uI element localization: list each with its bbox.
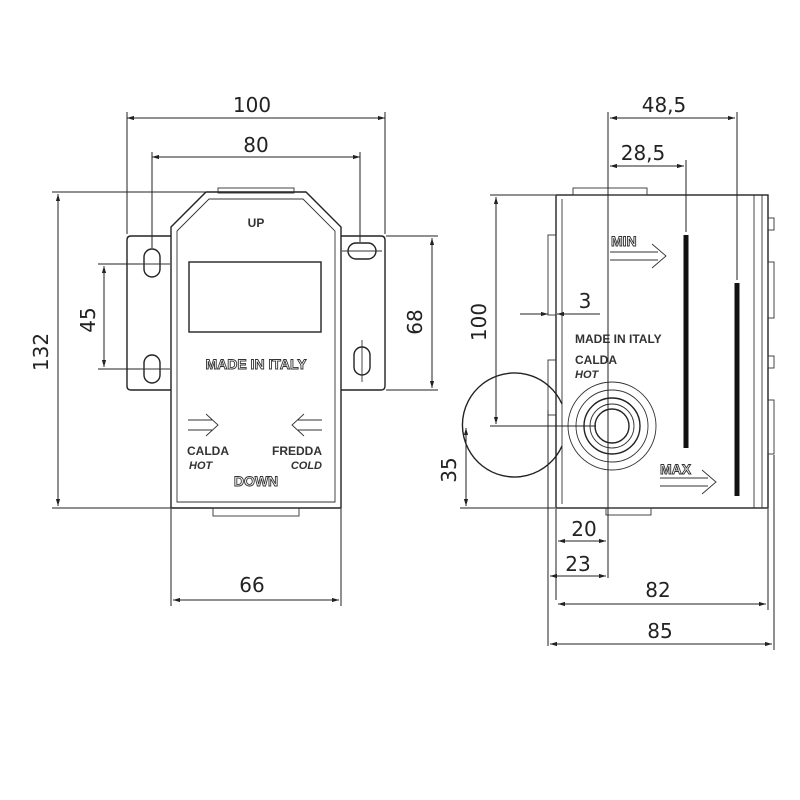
dim-132: 132 — [29, 333, 53, 371]
label-made-in-italy-front: MADE IN ITALY — [205, 356, 307, 372]
dim-45: 45 — [76, 307, 100, 332]
label-calda-side: CALDA — [575, 353, 617, 367]
dim-48-5: 48,5 — [642, 93, 687, 117]
cold-arrow-icon — [291, 413, 322, 437]
dim-85: 85 — [647, 619, 672, 643]
label-made-in-italy-side: MADE IN ITALY — [575, 332, 662, 346]
label-fredda: FREDDA — [272, 444, 322, 458]
front-top-cap — [217, 187, 295, 194]
dim-3: 3 — [579, 289, 592, 313]
dim-35: 35 — [437, 457, 461, 482]
water-port — [461, 372, 657, 478]
max-arrow-icon — [660, 469, 717, 495]
min-arrow-icon — [610, 243, 667, 269]
label-up: UP — [248, 216, 265, 230]
display-window — [188, 261, 322, 333]
label-min: MIN — [611, 233, 637, 249]
right-flange — [341, 235, 386, 391]
label-cold: COLD — [291, 460, 322, 472]
dim-80: 80 — [243, 133, 268, 157]
label-calda-front: CALDA — [187, 444, 229, 458]
side-top-cap — [572, 187, 648, 196]
dim-100-front: 100 — [233, 93, 271, 117]
hot-arrow-icon — [188, 413, 219, 437]
dim-100-side: 100 — [467, 303, 491, 341]
dim-28-5: 28,5 — [621, 141, 666, 165]
label-hot-side: HOT — [575, 369, 600, 381]
front-body-inner — [176, 198, 336, 503]
dim-82: 82 — [645, 578, 670, 602]
front-view: UP MADE IN ITALY DOWN CALDA HOT FREDDA C… — [29, 93, 438, 606]
front-bottom-cap — [212, 507, 300, 517]
slot-hole-top-left — [143, 248, 161, 278]
side-body — [555, 194, 769, 509]
side-view: MIN MAX MADE IN ITALY CALDA HOT 48,5 28,… — [437, 93, 775, 650]
dim-66: 66 — [239, 573, 264, 597]
left-flange — [126, 235, 171, 391]
label-down: DOWN — [234, 473, 278, 489]
dim-23: 23 — [565, 552, 590, 576]
label-hot-front: HOT — [189, 460, 214, 472]
dim-68: 68 — [403, 309, 427, 334]
side-bottom-cap — [605, 507, 652, 516]
label-max: MAX — [660, 461, 692, 477]
dim-20: 20 — [571, 517, 596, 541]
